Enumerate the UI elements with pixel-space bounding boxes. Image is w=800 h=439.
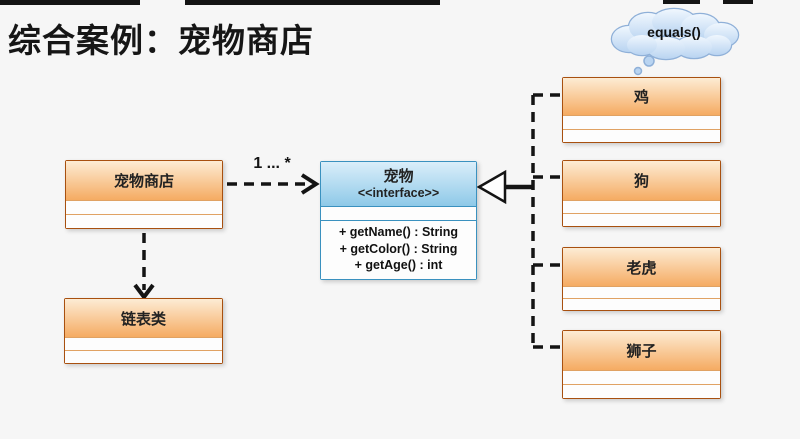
class-title-tiger: 老虎 [563, 248, 720, 286]
methods-compartment [65, 350, 222, 363]
attributes-compartment [563, 286, 720, 298]
realization-triangle-icon [476, 169, 507, 205]
class-title-lion: 狮子 [563, 331, 720, 370]
attributes-compartment [65, 337, 222, 350]
class-title-pet-shop: 宠物商店 [66, 161, 222, 200]
methods-compartment [66, 214, 222, 228]
top-edge-artifact [0, 0, 140, 5]
attributes-compartment [321, 206, 476, 220]
association-multiplicity-label: 1 ... * [253, 155, 291, 172]
attributes-compartment [563, 200, 720, 213]
interface-name: 宠物 [383, 168, 414, 185]
interface-method: + getName() : String [338, 225, 459, 239]
top-edge-artifact [663, 0, 700, 4]
methods-compartment [563, 213, 720, 226]
class-box-lion: 狮子 [562, 330, 721, 399]
class-box-pet-shop: 宠物商店 [65, 160, 223, 229]
interface-method: + getColor() : String [339, 241, 458, 256]
attributes-compartment [563, 115, 720, 129]
interface-stereotype: <<interface>> [357, 186, 440, 200]
class-title-linked-list: 链表类 [65, 299, 222, 337]
thought-cloud-icon [610, 7, 740, 76]
cloud-equals-label: equals() [647, 24, 701, 40]
attributes-compartment [563, 370, 720, 384]
page-title: 综合案例：宠物商店 [8, 22, 314, 59]
class-box-tiger: 老虎 [562, 247, 721, 311]
methods-compartment [563, 298, 720, 310]
association-arrowhead-icon [300, 173, 320, 195]
attributes-compartment [66, 200, 222, 214]
class-title-dog: 狗 [563, 161, 720, 200]
cloud-tail-bubble [643, 55, 655, 67]
interface-method: + getAge() : int [354, 258, 443, 272]
interface-box-pet: 宠物 <<interface>> + getName() : String + … [320, 161, 477, 280]
methods-compartment [563, 129, 720, 142]
methods-compartment [563, 384, 720, 398]
top-edge-artifact [723, 0, 753, 4]
class-box-chicken: 鸡 [562, 77, 721, 143]
dependency-arrowhead-icon [133, 283, 155, 301]
top-edge-artifact [185, 0, 440, 5]
interface-header: 宠物 <<interface>> [321, 162, 476, 206]
class-box-dog: 狗 [562, 160, 721, 227]
class-box-linked-list: 链表类 [64, 298, 223, 364]
cloud-tail-bubble [633, 66, 643, 76]
class-title-chicken: 鸡 [563, 78, 720, 115]
methods-compartment: + getName() : String + getColor() : Stri… [321, 220, 476, 279]
